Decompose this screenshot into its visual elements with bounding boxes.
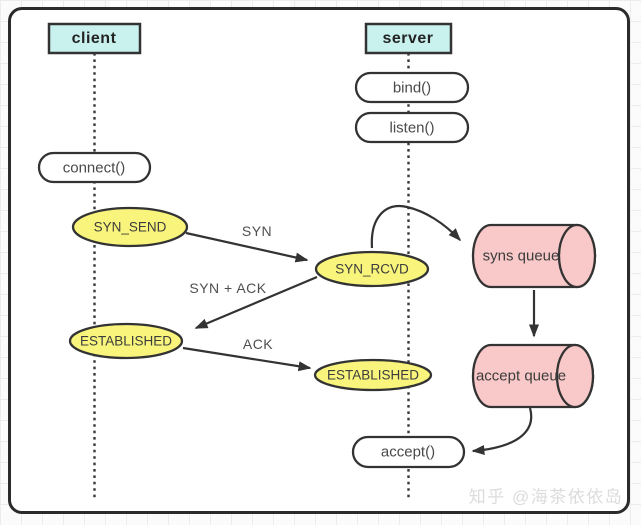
client-actor-label: client	[71, 30, 117, 47]
listen-call-label: listen()	[389, 119, 435, 137]
syn-rcvd-to-syns-queue-arrow	[370, 205, 462, 249]
accept-queue-cylinder	[471, 343, 595, 409]
connect-pill	[37, 151, 152, 184]
established-client-ellipse	[68, 322, 184, 360]
syns-queue-cylinder	[471, 223, 597, 289]
listen-pill	[354, 111, 470, 144]
syn-send-state-label: SYN_SEND	[93, 219, 167, 235]
syn-rcvd-state-label: SYN_RCVD	[335, 261, 409, 277]
client-actor-box	[47, 22, 142, 55]
syn-ack-arrow	[194, 275, 318, 330]
accept-queue-to-accept-arrow	[471, 407, 533, 456]
syn-message-label: SYN	[241, 223, 273, 239]
accept-pill	[351, 435, 466, 469]
syn-send-ellipse	[71, 206, 189, 248]
established-server-ellipse	[313, 358, 433, 392]
bind-call-label: bind()	[392, 79, 432, 97]
established-client-state-label: ESTABLISHED	[79, 333, 173, 349]
syn-ack-message-label: SYN + ACK	[189, 280, 267, 296]
server-actor-label: server	[382, 30, 434, 47]
ack-arrow	[182, 346, 312, 372]
established-server-state-label: ESTABLISHED	[326, 367, 420, 383]
accept-call-label: accept()	[380, 443, 436, 461]
syn-arrow	[185, 231, 309, 263]
server-actor-box	[364, 22, 453, 55]
connect-call-label: connect()	[62, 159, 126, 177]
syns-queue-label: syns queue	[482, 247, 560, 265]
accept-queue-label: accept queue	[475, 367, 567, 385]
watermark: 知乎 @海茶依依岛	[468, 487, 624, 507]
ack-message-label: ACK	[242, 336, 274, 352]
bind-pill	[354, 71, 470, 104]
syn-rcvd-ellipse	[314, 250, 430, 288]
